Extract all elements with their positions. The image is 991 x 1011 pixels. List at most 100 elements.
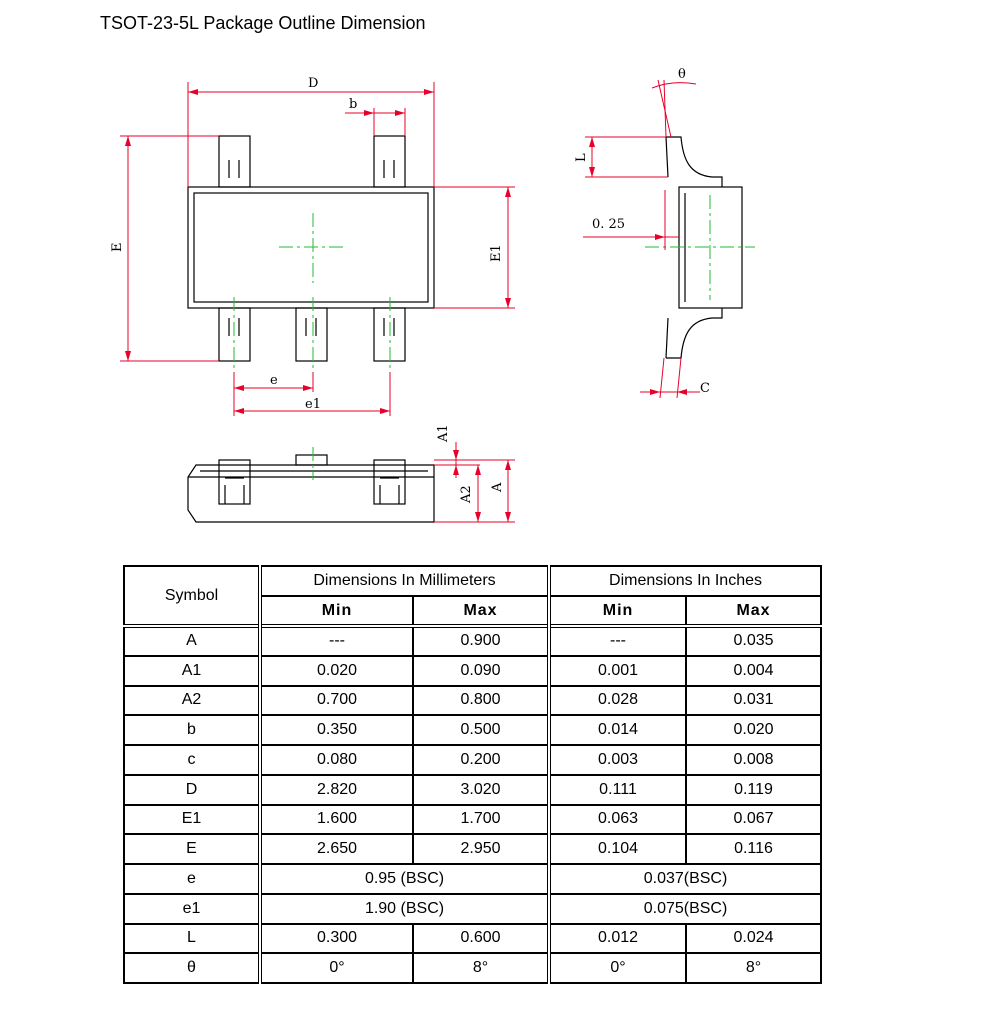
top-view-centerlines [233,213,391,372]
cell-in-max: 0.116 [685,833,823,865]
cell-mm-min: 0.020 [259,654,414,687]
body-inner [193,192,429,303]
header-inches: Dimensions In Inches [548,565,823,597]
cell-symbol: e [123,863,262,895]
cell-in-max: 0.035 [685,624,823,657]
cell-in-max: 0.031 [685,684,823,717]
cell-mm-min: 0° [259,952,414,984]
top-view [187,135,435,362]
cell-mm-min: 2.650 [259,833,414,865]
label-b: b [349,97,357,112]
cell-in-bsc: 0.037(BSC) [548,863,823,895]
cell-symbol: c [123,744,262,776]
cell-symbol: A [123,624,262,657]
cell-in-max: 0.119 [685,773,823,806]
cell-mm-max: 0.800 [411,684,552,717]
cell-mm-max: 0.090 [411,654,552,687]
cell-mm-min: 0.700 [259,684,414,717]
label-L: L [574,153,589,162]
header-in-max: Max [685,595,823,627]
cell-mm-min: 2.820 [259,773,414,806]
cell-mm-max: 0.200 [411,744,552,776]
cell-mm-max: 0.900 [411,624,552,657]
cell-symbol: A2 [123,684,262,717]
page-title: TSOT-23-5L Package Outline Dimension [100,13,426,33]
header-mm-max: Max [411,595,552,627]
cell-mm-max: 0.500 [411,714,552,746]
header-symbol: Symbol [123,565,262,627]
cell-mm-min: 0.300 [259,922,414,955]
cell-symbol: A1 [123,654,262,687]
cell-in-max: 0.020 [685,714,823,746]
front-lead-top [295,454,328,466]
bottom-lead-2 [295,307,328,362]
label-C: C [700,381,710,396]
cell-in-max: 0.004 [685,654,823,687]
header-in-min: Min [548,595,688,627]
label-E: E [110,243,125,253]
cell-in-min: 0.003 [548,744,688,776]
cell-in-min: 0° [548,952,688,984]
label-A: A [490,482,505,493]
top-lead-1 [218,135,251,188]
cell-mm-max: 1.700 [411,803,552,836]
cell-mm-max: 0.600 [411,922,552,955]
cell-in-max: 8° [685,952,823,984]
cell-in-bsc: 0.075(BSC) [548,892,823,925]
cell-in-min: 0.028 [548,684,688,717]
front-lead-1 [218,459,251,505]
label-e: e [270,373,278,388]
header-mm-min: Min [259,595,414,627]
cell-in-max: 0.024 [685,922,823,955]
cell-symbol: E [123,833,262,865]
cell-in-min: 0.001 [548,654,688,687]
label-D: D [308,76,318,91]
label-A1: A1 [436,424,451,443]
cell-symbol: L [123,922,262,955]
cell-mm-max: 3.020 [411,773,552,806]
cell-mm-min: --- [259,624,414,657]
dimension-table: Symbol Dimensions In Millimeters Dimensi… [123,565,823,984]
cell-symbol: D [123,773,262,806]
cell-in-min: 0.012 [548,922,688,955]
top-view-dimensions [120,82,515,416]
table-row: A---0.900---0.035 [123,624,823,657]
front-view [187,454,435,523]
cell-mm-max: 8° [411,952,552,984]
cell-mm-min: 0.080 [259,744,414,776]
cell-symbol: b [123,714,262,746]
cell-in-min: 0.063 [548,803,688,836]
cell-in-max: 0.008 [685,744,823,776]
cell-in-min: 0.104 [548,833,688,865]
cell-symbol: e1 [123,892,262,925]
cell-mm-bsc: 1.90 (BSC) [258,892,552,925]
front-lead-2 [373,459,406,505]
cell-in-min: 0.111 [548,773,688,806]
cell-in-max: 0.067 [685,803,823,836]
cell-in-min: --- [548,624,688,657]
cell-mm-min: 1.600 [259,803,414,836]
cell-mm-bsc: 0.95 (BSC) [258,863,552,895]
top-lead-2 [373,135,406,188]
label-theta: θ [678,67,686,82]
label-lead-offset: 0. 25 [592,217,625,232]
cell-symbol: E1 [123,803,262,836]
cell-mm-min: 0.350 [259,714,414,746]
package-outline-drawing: D b E E1 e e1 L 0. [110,67,755,523]
cell-mm-max: 2.950 [411,833,552,865]
header-millimeters: Dimensions In Millimeters [258,565,552,597]
label-A2: A2 [459,485,474,504]
label-E1: E1 [489,244,504,262]
